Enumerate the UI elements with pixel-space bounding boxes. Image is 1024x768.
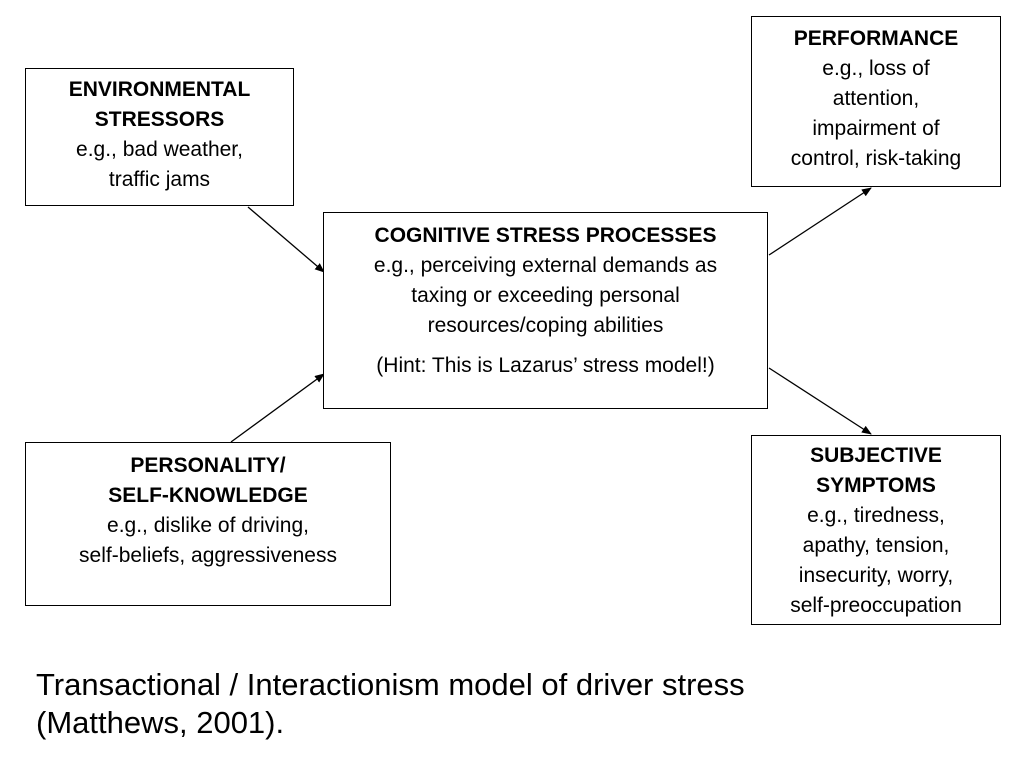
example-line: self-beliefs, aggressiveness bbox=[79, 544, 337, 567]
arrow-cognitive-to-performance bbox=[768, 187, 872, 256]
personality-self-knowledge-title: PERSONALITY/ SELF-KNOWLEDGE bbox=[26, 451, 390, 511]
example-line: e.g., dislike of driving, bbox=[107, 514, 309, 537]
subjective-symptoms-box: SUBJECTIVE SYMPTOMS e.g., tiredness, apa… bbox=[751, 435, 1001, 625]
caption-line: (Matthews, 2001). bbox=[36, 705, 285, 740]
example-line: e.g., perceiving external demands as bbox=[373, 254, 718, 277]
arrow-personality-to-cognitive bbox=[230, 373, 325, 443]
personality-self-knowledge-box: PERSONALITY/ SELF-KNOWLEDGE e.g., dislik… bbox=[25, 442, 391, 606]
environmental-stressors-title: ENVIRONMENTAL STRESSORS bbox=[26, 75, 293, 135]
cognitive-stress-processes-title: COGNITIVE STRESS PROCESSES bbox=[324, 221, 767, 251]
example-line: attention, bbox=[832, 87, 920, 110]
example-line: control, risk-taking bbox=[790, 147, 962, 170]
cognitive-stress-processes-examples: e.g., perceiving external demands as tax… bbox=[324, 251, 767, 341]
performance-box: PERFORMANCE e.g., loss of attention, imp… bbox=[751, 16, 1001, 187]
example-line: impairment of bbox=[812, 117, 940, 140]
title-line: ENVIRONMENTAL bbox=[68, 78, 251, 101]
title-line: PERSONALITY/ bbox=[130, 454, 286, 477]
title-line: SYMPTOMS bbox=[816, 474, 936, 497]
example-line: e.g., bad weather, bbox=[76, 138, 243, 161]
example-line: e.g., tiredness, bbox=[807, 504, 945, 527]
title-line: SUBJECTIVE bbox=[810, 444, 942, 467]
example-line: apathy, tension, bbox=[802, 534, 950, 557]
environmental-stressors-examples: e.g., bad weather, traffic jams bbox=[26, 135, 293, 195]
figure-caption: Transactional / Interactionism model of … bbox=[36, 666, 996, 742]
example-line: traffic jams bbox=[108, 168, 211, 191]
subjective-symptoms-title: SUBJECTIVE SYMPTOMS bbox=[752, 441, 1000, 501]
title-line: PERFORMANCE bbox=[793, 27, 959, 50]
cognitive-stress-processes-box: COGNITIVE STRESS PROCESSES e.g., perceiv… bbox=[323, 212, 768, 409]
example-line: insecurity, worry, bbox=[798, 564, 954, 587]
subjective-symptoms-examples: e.g., tiredness, apathy, tension, insecu… bbox=[752, 501, 1000, 621]
title-line: STRESSORS bbox=[94, 108, 225, 131]
example-line: resources/coping abilities bbox=[427, 314, 664, 337]
arrow-environmental-to-cognitive bbox=[247, 206, 325, 273]
example-line: self-preoccupation bbox=[790, 594, 962, 617]
performance-title: PERFORMANCE bbox=[752, 24, 1000, 54]
lazarus-hint: (Hint: This is Lazarus’ stress model!) bbox=[376, 354, 715, 377]
personality-self-knowledge-examples: e.g., dislike of driving, self-beliefs, … bbox=[26, 511, 390, 571]
performance-examples: e.g., loss of attention, impairment of c… bbox=[752, 54, 1000, 174]
title-line: SELF-KNOWLEDGE bbox=[108, 484, 308, 507]
environmental-stressors-box: ENVIRONMENTAL STRESSORS e.g., bad weathe… bbox=[25, 68, 294, 206]
arrow-cognitive-to-subjective bbox=[768, 367, 872, 435]
example-line: taxing or exceeding personal bbox=[411, 284, 680, 307]
caption-line: Transactional / Interactionism model of … bbox=[36, 667, 745, 702]
example-line: e.g., loss of bbox=[822, 57, 930, 80]
title-line: COGNITIVE STRESS PROCESSES bbox=[374, 224, 717, 247]
